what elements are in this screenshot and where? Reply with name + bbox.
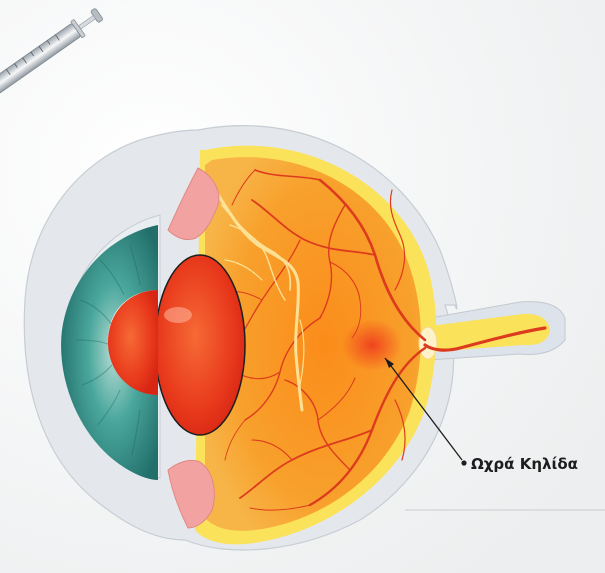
lens-highlight	[164, 307, 192, 323]
label-bullet	[461, 460, 466, 465]
optic-disc	[419, 327, 437, 359]
macula-label: Ωχρά Κηλίδα	[471, 455, 578, 473]
lens	[155, 255, 245, 435]
macula	[342, 319, 402, 371]
